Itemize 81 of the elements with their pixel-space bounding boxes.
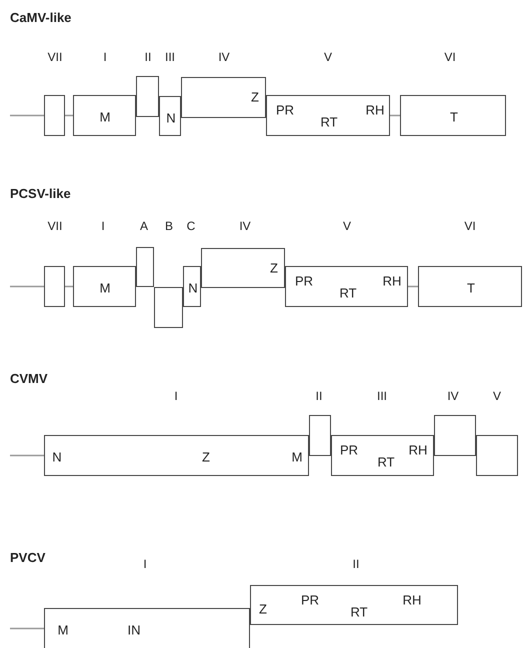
orf-box — [181, 77, 266, 118]
orf-number: VI — [444, 50, 456, 64]
orf-number: I — [103, 50, 107, 64]
domain-label: T — [467, 280, 475, 296]
orf-box — [285, 266, 408, 307]
domain-label: RT — [350, 604, 368, 620]
genome-line — [10, 454, 44, 456]
genome-line — [65, 286, 73, 288]
domain-label: N — [166, 110, 176, 126]
orf-number: V — [324, 50, 332, 64]
orf-number: III — [165, 50, 175, 64]
genome-line — [408, 286, 418, 288]
domain-label: PR — [276, 102, 294, 118]
domain-label: RH — [366, 102, 384, 118]
orf-number: IV — [447, 389, 459, 403]
genome-line — [390, 114, 400, 116]
virus-name: PCSV-like — [10, 186, 71, 201]
domain-label: Z — [251, 90, 259, 104]
orf-number: VII — [48, 50, 62, 64]
virus-name: CaMV-like — [10, 10, 72, 25]
virus-name: PVCV — [10, 550, 46, 565]
orf-box — [44, 435, 309, 476]
domain-label: PR — [300, 592, 320, 608]
orf-number: I — [174, 389, 178, 403]
domain-label: RT — [339, 286, 357, 300]
domain-label: M — [58, 622, 68, 638]
orf-number: C — [186, 219, 196, 233]
orf-box — [400, 95, 506, 136]
orf-number: I — [143, 557, 147, 571]
domain-label: Z — [270, 260, 278, 276]
orf-number: IV — [218, 50, 230, 64]
domain-label: Z — [259, 602, 267, 616]
orf-box — [136, 247, 154, 287]
orf-number: III — [377, 389, 387, 403]
domain-label: M — [100, 110, 110, 124]
orf-box — [331, 435, 434, 476]
domain-label: IN — [128, 622, 140, 638]
orf-number: II — [144, 50, 152, 64]
orf-number: IV — [239, 219, 251, 233]
genome-line — [10, 628, 44, 630]
orf-box — [154, 287, 183, 328]
orf-number: A — [140, 219, 148, 233]
orf-box — [309, 415, 331, 456]
orf-number: VI — [464, 219, 476, 233]
orf-number: V — [343, 219, 351, 233]
domain-label: PR — [340, 442, 358, 458]
domain-label: RH — [382, 274, 402, 288]
orf-box — [434, 415, 476, 456]
domain-label: M — [292, 450, 302, 464]
orf-box — [250, 585, 458, 625]
orf-box — [266, 95, 390, 136]
domain-label: Z — [202, 450, 210, 464]
domain-label: M — [100, 280, 110, 296]
orf-box — [44, 266, 65, 307]
orf-number: I — [101, 219, 105, 233]
orf-box — [476, 435, 518, 476]
domain-label: T — [450, 110, 458, 124]
genome-line — [10, 114, 44, 116]
orf-number: B — [165, 219, 173, 233]
orf-box — [418, 266, 522, 307]
orf-number: II — [316, 389, 322, 403]
orf-box — [73, 95, 136, 136]
orf-number: II — [352, 557, 360, 571]
orf-box — [136, 76, 159, 117]
virus-name: CVMV — [10, 371, 48, 386]
orf-number: VII — [48, 219, 62, 233]
domain-label: RT — [377, 454, 395, 470]
orf-number: V — [493, 389, 501, 403]
domain-label: RT — [320, 114, 338, 130]
genome-line — [65, 114, 73, 116]
orf-box — [159, 96, 181, 136]
orf-box — [201, 248, 285, 288]
domain-label: N — [188, 280, 198, 296]
domain-label: PR — [294, 274, 314, 288]
orf-box — [73, 266, 136, 307]
genome-line — [10, 286, 44, 288]
domain-label: RH — [402, 592, 422, 608]
orf-box — [183, 266, 201, 307]
domain-label: RH — [408, 442, 428, 458]
domain-label: N — [52, 450, 62, 464]
orf-box — [44, 95, 65, 136]
